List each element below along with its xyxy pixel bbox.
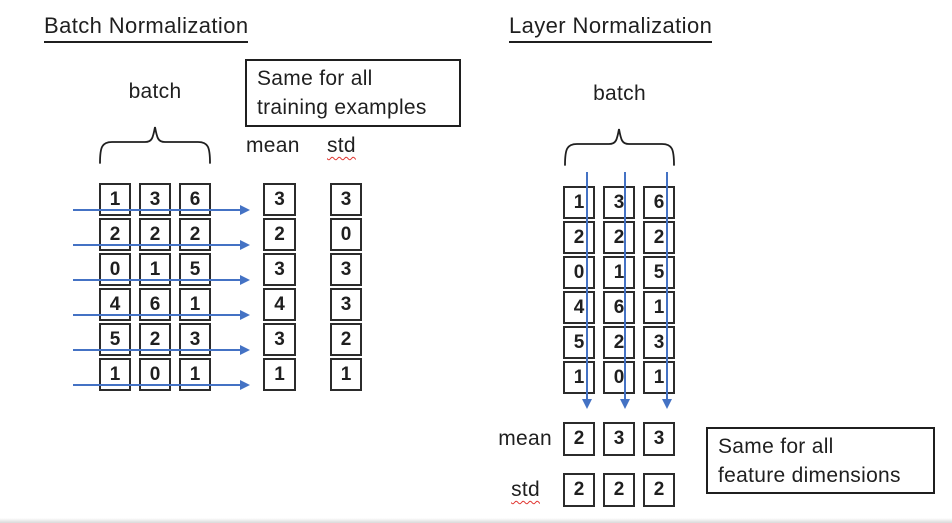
ln-std-cell: 2 (563, 473, 595, 507)
bn-matrix-cell: 1 (99, 183, 131, 216)
row-arrow-line (73, 314, 242, 316)
bn-matrix-cell: 2 (139, 218, 171, 251)
ln-matrix-cell: 6 (603, 291, 635, 324)
ln-matrix-cell: 1 (643, 291, 675, 324)
bn-matrix-cell: 1 (139, 253, 171, 286)
row-arrow-head (240, 380, 250, 390)
ln-matrix-cell: 0 (603, 361, 635, 394)
bn-mean-cell: 3 (263, 183, 296, 216)
bn-mean-cell: 3 (263, 253, 296, 286)
row-arrow-line (73, 244, 242, 246)
bn-mean-cell: 1 (263, 358, 296, 391)
ln-mean-cell: 3 (643, 422, 675, 456)
col-arrow-line (586, 172, 588, 399)
ln-note-line2: feature dimensions (718, 464, 901, 487)
ln-mean-cell: 2 (563, 422, 595, 456)
ln-matrix-cell: 5 (643, 256, 675, 289)
bn-matrix-cell: 5 (99, 323, 131, 356)
bn-mean-cell: 2 (263, 218, 296, 251)
bn-matrix-cell: 6 (139, 288, 171, 321)
bn-std-cell: 3 (330, 253, 362, 286)
ln-matrix-cell: 2 (563, 221, 595, 254)
ln-matrix-cell: 2 (603, 326, 635, 359)
col-arrow-head (662, 399, 672, 409)
bn-matrix-cell: 1 (99, 358, 131, 391)
ln-matrix-cell: 5 (563, 326, 595, 359)
bn-std-cell: 3 (330, 183, 362, 216)
row-arrow-head (240, 345, 250, 355)
ln-matrix-cell: 4 (563, 291, 595, 324)
row-arrow-head (240, 275, 250, 285)
ln-matrix-cell: 2 (603, 221, 635, 254)
bn-mean-cell: 3 (263, 323, 296, 356)
ln-batch-label: batch (593, 82, 646, 105)
col-arrow-head (582, 399, 592, 409)
col-arrow-line (624, 172, 626, 399)
ln-matrix-cell: 1 (643, 361, 675, 394)
bn-note-line2: training examples (257, 96, 427, 119)
ln-note-line1: Same for all (718, 435, 834, 458)
bn-std-label: std (327, 134, 356, 157)
row-arrow-line (73, 279, 242, 281)
bn-mean-cell: 4 (263, 288, 296, 321)
bn-matrix-cell: 2 (139, 323, 171, 356)
ln-std-label: std (511, 478, 540, 501)
bn-matrix-cell: 0 (139, 358, 171, 391)
bn-title: Batch Normalization (44, 13, 249, 43)
bn-matrix-cell: 4 (99, 288, 131, 321)
bn-note-box: Same for all training examples (245, 59, 461, 127)
bn-matrix-cell: 3 (139, 183, 171, 216)
ln-matrix-cell: 0 (563, 256, 595, 289)
row-arrow-head (240, 205, 250, 215)
bn-brace (99, 126, 211, 164)
ln-matrix-cell: 2 (643, 221, 675, 254)
bn-matrix-cell: 3 (179, 323, 211, 356)
bn-std-cell: 2 (330, 323, 362, 356)
ln-matrix-cell: 3 (643, 326, 675, 359)
ln-std-cell: 2 (603, 473, 635, 507)
bn-std-cell: 1 (330, 358, 362, 391)
ln-mean-cell: 3 (603, 422, 635, 456)
bn-batch-label: batch (128, 80, 182, 103)
bn-std-cell: 0 (330, 218, 362, 251)
ln-matrix-cell: 1 (563, 186, 595, 219)
bn-matrix-cell: 5 (179, 253, 211, 286)
ln-brace (564, 128, 675, 166)
row-arrow-line (73, 209, 242, 211)
row-arrow-line (73, 384, 242, 386)
ln-note-box: Same for all feature dimensions (706, 427, 935, 494)
ln-matrix-cell: 1 (603, 256, 635, 289)
ln-matrix-cell: 6 (643, 186, 675, 219)
bn-matrix-cell: 2 (179, 218, 211, 251)
ln-title: Layer Normalization (509, 13, 713, 43)
row-arrow-line (73, 349, 242, 351)
col-arrow-line (666, 172, 668, 399)
col-arrow-head (620, 399, 630, 409)
bn-matrix-cell: 6 (179, 183, 211, 216)
ln-matrix-cell: 1 (563, 361, 595, 394)
bn-matrix-cell: 1 (179, 358, 211, 391)
bn-matrix-cell: 0 (99, 253, 131, 286)
bn-note-line1: Same for all (257, 67, 373, 90)
row-arrow-head (240, 310, 250, 320)
bn-matrix-cell: 1 (179, 288, 211, 321)
ln-std-cell: 2 (643, 473, 675, 507)
ln-matrix-cell: 3 (603, 186, 635, 219)
bn-matrix-cell: 2 (99, 218, 131, 251)
ln-mean-label: mean (498, 427, 552, 450)
row-arrow-head (240, 240, 250, 250)
bottom-edge-artifact (0, 518, 952, 523)
bn-mean-label: mean (246, 134, 300, 157)
bn-std-cell: 3 (330, 288, 362, 321)
